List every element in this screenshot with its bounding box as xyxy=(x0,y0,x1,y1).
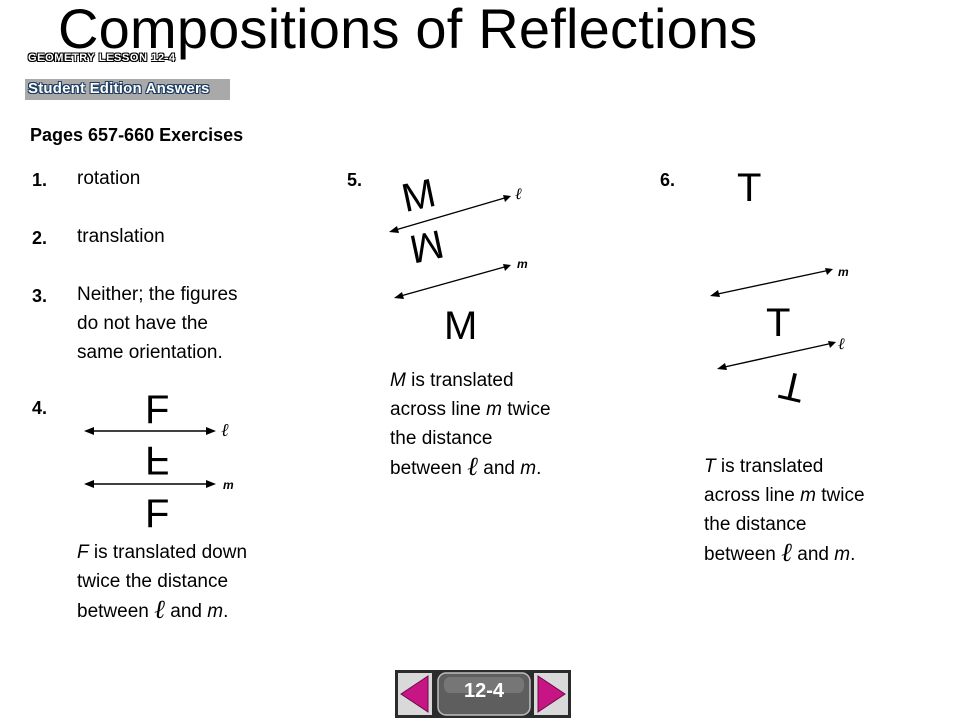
exercise-3-answer: Neither; the figures do not have the sam… xyxy=(77,280,238,367)
exercise-3-number: 3. xyxy=(32,286,48,306)
exercise-4-caption-line-2: twice the distance xyxy=(77,571,229,592)
answers-banner-text: Student Edition Answers xyxy=(28,80,210,97)
exercise-4-arrowhead xyxy=(206,427,216,435)
exercise-4-number: 4. xyxy=(32,398,48,418)
exercise-4-arrowhead xyxy=(84,480,94,488)
exercise-6-line-l xyxy=(719,342,834,369)
exercise-2-number: 2. xyxy=(32,228,48,248)
var-m: M xyxy=(390,370,406,391)
exercise-5-arrowhead xyxy=(394,292,404,299)
page-title: Compositions of Reflections xyxy=(58,0,758,60)
exercise-6-letter-image: T xyxy=(766,301,791,345)
caption-text: and xyxy=(791,544,835,565)
exercise-1-answer: rotation xyxy=(77,168,141,189)
exercise-6-caption-line-2: across line m twice xyxy=(704,481,865,510)
caption-text: between xyxy=(77,601,155,622)
exercise-6-label-m: m xyxy=(838,265,849,279)
exercise-5-caption-line-3: the distance xyxy=(390,428,493,449)
lesson-badge-highlight xyxy=(444,677,524,693)
lesson-badge-label: 12-4 xyxy=(463,680,505,702)
exercise-4-caption-line-3: between ℓ and m. xyxy=(77,596,247,626)
exercise-3-line-2: do not have the xyxy=(77,313,208,334)
caption-text: twice xyxy=(501,399,551,420)
var-m: m xyxy=(800,485,816,506)
exercise-6-label-l: ℓ xyxy=(838,334,845,353)
exercise-4-caption: F is translated down twice the distance … xyxy=(77,538,247,626)
caption-text: is translated xyxy=(715,456,824,477)
caption-text: is translated down xyxy=(88,542,248,563)
next-button[interactable] xyxy=(534,673,568,715)
exercise-5-number: 5. xyxy=(347,170,363,190)
exercise-6-letter-original: T xyxy=(737,166,762,210)
caption-text: . xyxy=(223,601,229,622)
exercise-4-letter-original: F xyxy=(145,388,170,432)
exercise-5-line-l xyxy=(391,196,509,232)
exercise-6-arrowhead xyxy=(825,268,833,275)
caption-text: and xyxy=(164,601,208,622)
var-f: F xyxy=(77,542,89,563)
caption-text: . xyxy=(850,544,856,565)
exercise-4-arrowhead xyxy=(206,480,216,488)
exercise-6-caption: T is translated across line m twice the … xyxy=(704,452,865,569)
exercise-4-caption-line-1: F is translated down xyxy=(77,538,247,567)
exercise-6-arrowhead xyxy=(717,363,727,370)
exercise-5-label-m: m xyxy=(517,257,528,271)
caption-text: across line xyxy=(704,485,801,506)
var-t: T xyxy=(704,456,716,477)
caption-text: and xyxy=(477,458,521,479)
ell-symbol: ℓ xyxy=(154,595,165,625)
exercise-6-line-m xyxy=(712,269,831,296)
exercise-2-answer: translation xyxy=(77,226,165,247)
exercise-6-number: 6. xyxy=(660,170,676,190)
exercise-5-arrowhead xyxy=(503,195,511,202)
exercise-4-label-m: m xyxy=(223,478,234,492)
exercise-6-arrowhead xyxy=(710,290,720,297)
exercise-5-letter-image: M xyxy=(444,304,478,348)
exercise-5-caption-line-4: between ℓ and m. xyxy=(390,453,551,483)
caption-text: is translated xyxy=(405,370,514,391)
next-arrow-icon[interactable] xyxy=(537,675,566,713)
caption-text: twice xyxy=(815,485,865,506)
exercise-5-arrowhead xyxy=(389,226,399,233)
ell-symbol: ℓ xyxy=(781,538,792,568)
var-m: m xyxy=(486,399,502,420)
exercise-3-line-3: same orientation. xyxy=(77,342,223,363)
exercise-5-line-m xyxy=(396,265,509,298)
exercise-4-arrowhead xyxy=(84,427,94,435)
ell-symbol: ℓ xyxy=(467,452,478,482)
exercise-6-caption-line-1: T is translated xyxy=(704,452,865,481)
prev-arrow-icon[interactable] xyxy=(400,675,429,713)
exercise-6-caption-line-3: the distance xyxy=(704,514,807,535)
var-m: m xyxy=(207,601,224,622)
exercise-3-line-1: Neither; the figures xyxy=(77,284,238,305)
prev-button[interactable] xyxy=(398,673,432,715)
exercise-5-label-l: ℓ xyxy=(515,184,522,203)
exercise-5-caption-line-2: across line m twice xyxy=(390,395,551,424)
lesson-label: GEOMETRY LESSON 12-4 xyxy=(28,52,176,64)
var-m: m xyxy=(520,458,537,479)
caption-text: . xyxy=(536,458,542,479)
exercise-4-letter-image: F xyxy=(145,492,170,536)
var-m: m xyxy=(834,544,851,565)
caption-text: between xyxy=(390,458,468,479)
answers-banner xyxy=(25,79,230,100)
exercise-5-arrowhead xyxy=(503,264,511,271)
caption-text: across line xyxy=(390,399,487,420)
exercise-6-arrowhead xyxy=(828,341,836,348)
exercise-6-caption-line-4: between ℓ and m. xyxy=(704,539,865,569)
exercise-5-caption: M is translated across line m twice the … xyxy=(390,366,551,483)
pages-heading: Pages 657-660 Exercises xyxy=(30,125,244,145)
exercise-5-caption-line-1: M is translated xyxy=(390,366,551,395)
exercise-4-label-l: ℓ xyxy=(221,420,229,441)
caption-text: between xyxy=(704,544,782,565)
exercise-1-number: 1. xyxy=(32,170,48,190)
